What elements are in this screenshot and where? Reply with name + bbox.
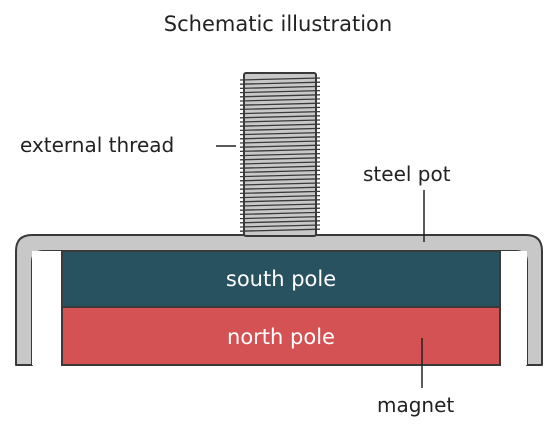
thread-line [239,224,321,228]
thread-line [239,215,321,220]
thread-line [239,110,321,115]
thread-line [239,115,321,119]
thread-line [239,85,321,90]
thread-line [239,98,321,102]
thread-line [239,220,321,224]
thread-line [239,165,321,169]
thread-line [239,102,321,106]
thread-line [239,106,321,111]
thread-line [239,199,321,203]
thread-line [239,190,321,195]
external-thread-label: external thread [20,133,174,157]
north-pole-label: north pole [227,325,335,349]
thread-line [239,136,321,140]
thread-line [239,211,321,216]
thread-line [239,228,321,232]
thread-line [239,144,321,148]
north-pole-block [61,306,501,366]
thread-line [239,207,321,211]
thread-line [239,94,321,98]
thread-line [239,178,321,182]
thread-line [239,131,321,136]
thread-line [239,123,321,127]
south-pole-label: south pole [226,267,336,291]
pot-gap-left [32,251,62,365]
thread-line [239,148,321,153]
south-pole-block [61,250,501,308]
thread-line [239,140,321,144]
thread-line [239,127,321,132]
pot-gap-right [500,251,527,365]
thread-line [239,152,321,157]
diagram-title: Schematic illustration [164,12,392,36]
magnet-label: magnet [377,393,454,417]
thread-line [239,89,321,94]
thread-line [239,157,321,161]
threaded-stud [239,72,321,237]
thread-line [239,169,321,174]
thread-line [239,77,321,81]
thread-line [239,203,321,207]
thread-line [239,182,321,186]
steel-pot-label: steel pot [363,162,451,186]
thread-line [239,194,321,199]
thread-line [239,186,321,190]
thread-line [239,119,321,123]
thread-line [239,81,321,85]
thread-line [239,161,321,165]
thread-line [239,173,321,178]
